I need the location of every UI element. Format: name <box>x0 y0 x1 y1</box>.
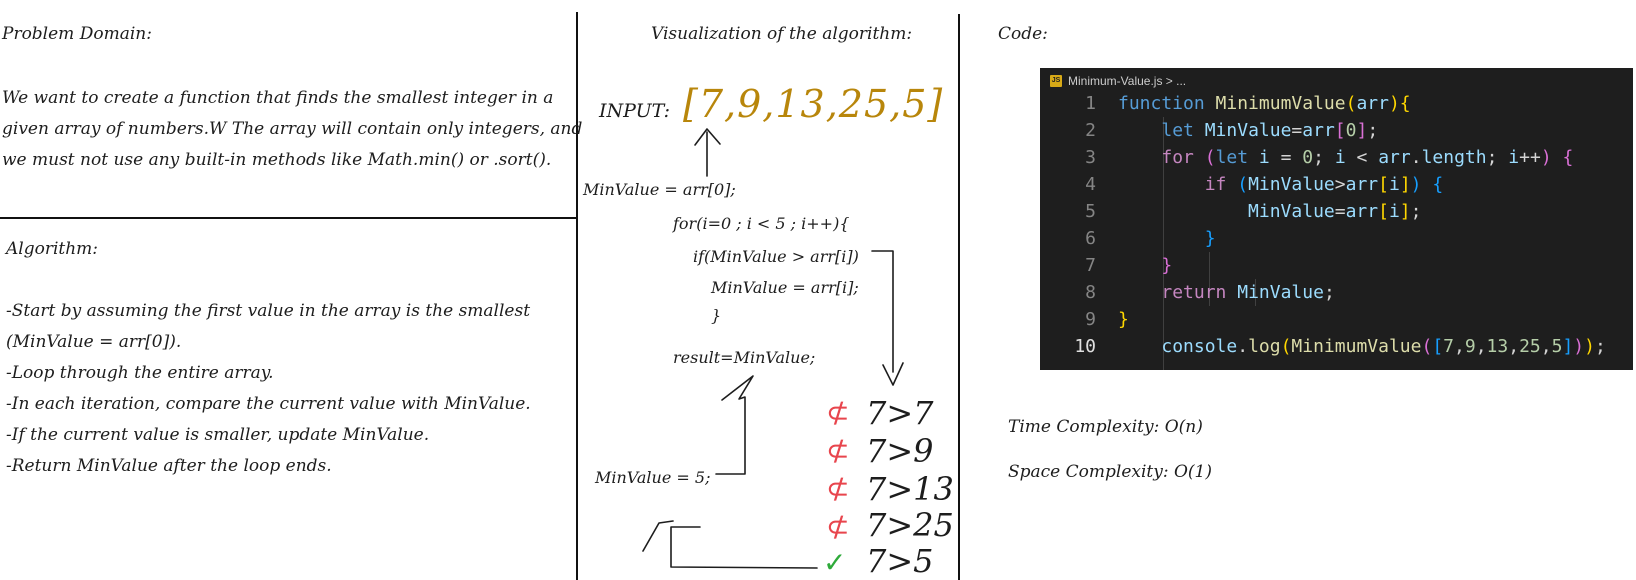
code-line[interactable]: 3 for (let i = 0; i < arr.length; i++) { <box>1040 144 1573 171</box>
minvalue-to-result-arrow <box>715 375 754 475</box>
line-number: 9 <box>1085 309 1096 330</box>
visualization-heading: Visualization of the algorithm: <box>651 24 913 44</box>
time-complexity: Time Complexity: O(n) <box>1008 417 1203 437</box>
right-column-divider <box>958 14 960 580</box>
indent-guide <box>1163 117 1164 370</box>
left-column-divider <box>576 12 578 580</box>
line-number: 6 <box>1085 228 1096 249</box>
algorithm-step: -Start by assuming the first value in th… <box>6 301 531 321</box>
sketch-code-line: for(i=0 ; i < 5 ; i++){ <box>673 214 850 233</box>
sketch-code-line: } <box>711 306 722 325</box>
line-number: 3 <box>1085 147 1096 168</box>
code-line[interactable]: 2 let MinValue=arr[0]; <box>1040 117 1378 144</box>
algorithm-step: -In each iteration, compare the current … <box>6 394 531 414</box>
line-number: 8 <box>1085 282 1096 303</box>
code-line[interactable]: 5 MinValue=arr[i]; <box>1040 198 1421 225</box>
problem-line: we must not use any built-in methods lik… <box>2 150 552 170</box>
javascript-file-icon: JS <box>1050 75 1062 87</box>
line-number: 7 <box>1085 255 1096 276</box>
input-to-minvalue-arrow <box>694 128 721 177</box>
comparison: 7>7 <box>866 394 934 432</box>
line-number: 4 <box>1085 174 1096 195</box>
code-line-current[interactable]: 10 console.log(MinimumValue([7,9,13,25,5… <box>1040 333 1606 360</box>
comparison-true-mark: ✓ <box>823 546 847 579</box>
problem-algorithm-divider <box>0 217 576 219</box>
indent-guide <box>1209 252 1210 306</box>
comparison: 7>9 <box>866 432 934 470</box>
algorithm-step: -Loop through the entire array. <box>6 363 274 383</box>
sketch-code-line: MinValue = arr[i]; <box>711 278 859 297</box>
problem-line: We want to create a function that finds … <box>2 88 554 108</box>
sketch-code-line: MinValue = arr[0]; <box>583 180 736 199</box>
algorithm-step: -Return MinValue after the loop ends. <box>6 456 332 476</box>
algorithm-step: (MinValue = arr[0]). <box>6 332 182 352</box>
code-line[interactable]: 9} <box>1040 306 1129 333</box>
problem-heading: Problem Domain: <box>2 24 152 44</box>
space-complexity: Space Complexity: O(1) <box>1008 462 1212 482</box>
comparison: 7>13 <box>866 470 954 508</box>
code-line[interactable]: 6 } <box>1040 225 1215 252</box>
editor-tab-title: Minimum-Value.js > ... <box>1068 74 1187 88</box>
line-number: 1 <box>1085 93 1096 114</box>
sketch-code-line: result=MinValue; <box>673 348 816 367</box>
editor-tab[interactable]: JS Minimum-Value.js > ... <box>1050 72 1186 90</box>
input-label: INPUT: <box>599 100 670 122</box>
code-line[interactable]: 4 if (MinValue>arr[i]) { <box>1040 171 1443 198</box>
code-line[interactable]: 8 return MinValue; <box>1040 279 1335 306</box>
comparison-false-mark: ⊄ <box>826 434 850 467</box>
comparison-false-mark: ⊄ <box>826 396 850 429</box>
problem-line: given array of numbers.W The array will … <box>2 119 583 139</box>
check-to-minvalue-arrow <box>642 520 818 569</box>
indent-guide <box>1255 279 1256 306</box>
comparison: 7>5 <box>866 542 934 580</box>
line-number: 10 <box>1074 336 1096 357</box>
comparison: 7>25 <box>866 506 954 544</box>
line-number: 5 <box>1085 201 1096 222</box>
final-min-value: MinValue = 5; <box>595 468 711 487</box>
input-array: [7,9,13,25,5] <box>683 82 944 126</box>
condition-to-comparisons-arrow <box>871 250 904 386</box>
algorithm-step: -If the current value is smaller, update… <box>6 425 430 445</box>
sketch-code-line: if(MinValue > arr[i]) <box>693 247 859 266</box>
comparison-false-mark: ⊄ <box>826 510 850 543</box>
comparison-false-mark: ⊄ <box>826 472 850 505</box>
algorithm-heading: Algorithm: <box>6 239 99 259</box>
code-line[interactable]: 7 } <box>1040 252 1172 279</box>
code-heading: Code: <box>998 24 1048 44</box>
line-number: 2 <box>1085 120 1096 141</box>
